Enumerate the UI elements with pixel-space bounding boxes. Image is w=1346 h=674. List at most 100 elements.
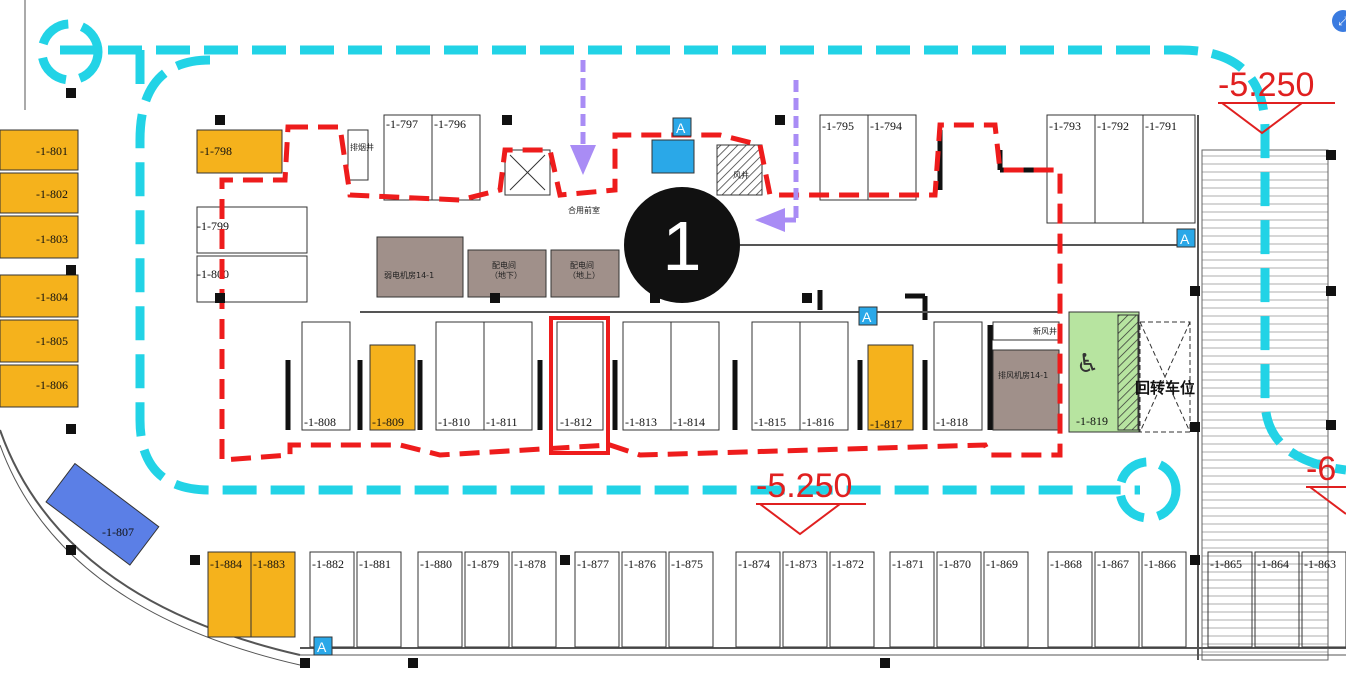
stall-1-880[interactable]	[417, 551, 463, 648]
stall-1-865[interactable]	[1207, 551, 1253, 648]
stall-label: -1-863	[1304, 557, 1336, 571]
stall-label: -1-817	[870, 417, 902, 431]
stall-799[interactable]	[196, 206, 308, 254]
stall-1-871[interactable]	[889, 551, 935, 648]
marker-a-2[interactable]	[1176, 228, 1196, 248]
stall-817[interactable]	[867, 344, 914, 431]
stall-810[interactable]	[435, 321, 485, 431]
room-label: 排烟井	[350, 142, 374, 152]
stall-label: -1-793	[1049, 119, 1081, 133]
stall-812[interactable]	[556, 321, 604, 431]
zone-number: 1	[663, 207, 702, 285]
stall-803[interactable]	[0, 215, 79, 259]
room-label: 配电间	[492, 260, 516, 270]
markers: A A A A	[313, 117, 1196, 656]
stall-1-877[interactable]	[574, 551, 620, 648]
stall-807[interactable]: -1-807	[45, 462, 160, 566]
marker-a-1[interactable]	[672, 117, 692, 137]
stall-815[interactable]	[751, 321, 801, 431]
marker-a-3[interactable]	[858, 306, 878, 326]
structural-columns	[66, 88, 1336, 668]
stall-814[interactable]	[670, 321, 720, 431]
bottom-stall-row: -1-884-1-883-1-882-1-881-1-880-1-879-1-8…	[207, 551, 1346, 648]
room-label: 弱电机房14-1	[384, 270, 434, 280]
stall-1-867[interactable]	[1094, 551, 1140, 648]
stall-label: -1-866	[1144, 557, 1176, 571]
elevation-label: -6	[1306, 450, 1336, 488]
stall-label: -1-810	[438, 415, 470, 429]
corner-expand-icon[interactable]: ⤢	[1332, 10, 1346, 32]
room-label: 排风机房14-1	[998, 370, 1048, 380]
stall-1-881[interactable]	[356, 551, 402, 648]
stall-809[interactable]	[369, 344, 416, 431]
room-weak-current	[376, 236, 464, 298]
stall-813[interactable]	[622, 321, 672, 431]
stair-shaft	[651, 139, 695, 174]
accessible-aisle	[1117, 314, 1139, 431]
elevation-mark-bottom: -5.250	[756, 467, 866, 536]
stall-818[interactable]	[933, 321, 983, 431]
stall-label: -1-874	[738, 557, 770, 571]
marker-a-text: A	[1180, 231, 1190, 247]
stall-1-879[interactable]	[464, 551, 510, 648]
stall-label: -1-796	[434, 117, 466, 131]
stall-1-876[interactable]	[621, 551, 667, 648]
stall-1-866[interactable]	[1141, 551, 1187, 648]
stall-1-872[interactable]	[829, 551, 875, 648]
stall-1-878[interactable]	[511, 551, 557, 648]
stall-label: -1-872	[832, 557, 864, 571]
stall-816[interactable]	[799, 321, 849, 431]
walls	[285, 130, 1050, 430]
stall-label: -1-818	[936, 415, 968, 429]
stall-804[interactable]	[0, 274, 79, 318]
stall-label: -1-801	[36, 144, 68, 158]
stall-label: -1-880	[420, 557, 452, 571]
room-label: 新风井	[1033, 326, 1057, 336]
stall-label: -1-795	[822, 119, 854, 133]
stall-label: -1-871	[892, 557, 924, 571]
stall-label: -1-815	[754, 415, 786, 429]
stall-806[interactable]	[0, 364, 79, 408]
stall-label: -1-798	[200, 144, 232, 158]
marker-a-text: A	[862, 309, 872, 325]
room-label: 风井	[733, 170, 749, 180]
stall-811[interactable]	[483, 321, 533, 431]
elevation-mark-top-right: -5.250	[1218, 66, 1335, 135]
stall-label: -1-877	[577, 557, 609, 571]
stall-1-884[interactable]	[207, 551, 253, 638]
stall-1-870[interactable]	[936, 551, 982, 648]
room-power-aboveground	[550, 249, 620, 298]
stall-805[interactable]	[0, 319, 79, 363]
elevation-label: -5.250	[756, 467, 852, 505]
stall-label: -1-879	[467, 557, 499, 571]
top-stall-row: -1-797 -1-796 -1-795 -1-794 -1-793 -1-79…	[383, 114, 1196, 224]
stall-label: -1-813	[625, 415, 657, 429]
fire-compartment-boundary	[219, 122, 1063, 463]
stall-label: -1-873	[785, 557, 817, 571]
stall-label: -1-876	[624, 557, 656, 571]
stall-1-863[interactable]	[1301, 551, 1346, 648]
stall-1-874[interactable]	[735, 551, 781, 648]
stall-1-875[interactable]	[668, 551, 714, 648]
stall-label: -1-791	[1145, 119, 1177, 133]
stall-808[interactable]	[301, 321, 351, 431]
stall-1-883[interactable]	[250, 551, 296, 638]
stall-802[interactable]	[0, 172, 79, 214]
stall-794[interactable]	[867, 114, 917, 201]
stall-801[interactable]	[0, 129, 79, 171]
stall-label: -1-881	[359, 557, 391, 571]
stall-label: -1-794	[870, 119, 902, 133]
stall-800[interactable]	[196, 255, 308, 303]
stall-label: -1-867	[1097, 557, 1129, 571]
stall-791[interactable]	[1142, 114, 1196, 224]
stall-1-868[interactable]	[1047, 551, 1093, 648]
stall-1-873[interactable]	[782, 551, 828, 648]
stall-1-869[interactable]	[983, 551, 1029, 648]
stall-798[interactable]	[196, 129, 283, 174]
stall-1-864[interactable]	[1254, 551, 1300, 648]
left-stall-column: -1-801 -1-802 -1-803 -1-804 -1-805 -1-80…	[0, 129, 79, 408]
stall-label: -1-883	[253, 557, 285, 571]
stall-812-highlight[interactable]	[549, 316, 610, 455]
stall-label: -1-792	[1097, 119, 1129, 133]
marker-a-4[interactable]	[313, 636, 333, 656]
